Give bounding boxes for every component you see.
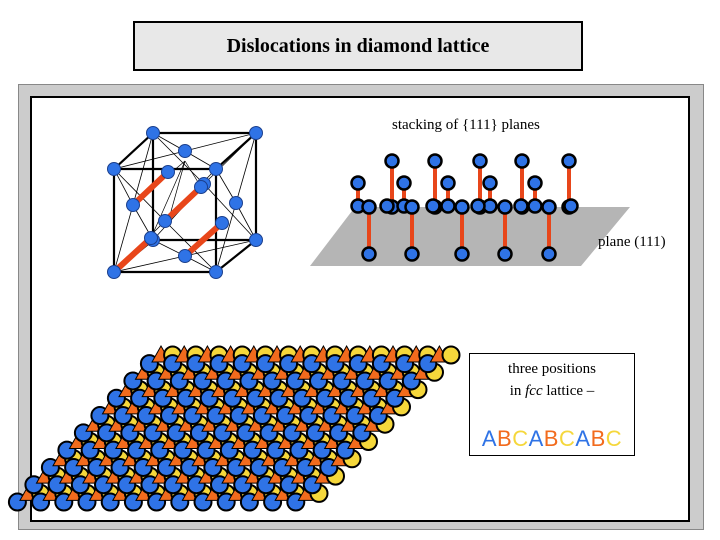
positions-box: three positions in fcc lattice – ABCABCA… [469, 353, 635, 456]
cube-face-link [152, 132, 205, 185]
stack-atom [470, 198, 486, 214]
sequence-letter: A [481, 426, 498, 451]
cube-face-link [215, 202, 237, 273]
bond-line [130, 169, 171, 208]
plane-111 [310, 207, 630, 266]
cube-inner-link [169, 160, 186, 216]
cube-face-link [113, 150, 186, 170]
stack-atom-upper [427, 153, 443, 169]
stack-atom [425, 198, 441, 214]
inner-atom [161, 165, 175, 179]
lattice-atom-c [441, 345, 461, 365]
bond-line [111, 235, 154, 275]
plane-label: plane (111) [598, 234, 666, 250]
stack-atom [563, 198, 579, 214]
stack-atom-upper [482, 175, 498, 191]
abc-lattice [7, 344, 461, 512]
stack-atom-lower [404, 246, 420, 262]
sequence-letter: A [575, 426, 591, 451]
cube-face-link [164, 220, 217, 273]
diamond-unit-cell [107, 126, 263, 279]
stacking-label: stacking of {111} planes [392, 117, 540, 133]
cube-edge [215, 239, 257, 273]
bond-line [181, 220, 225, 260]
cube-face-link [184, 239, 257, 257]
inner-atom [144, 231, 158, 245]
stack-atom-upper [384, 153, 400, 169]
cube-inner-link [150, 160, 186, 239]
cube-face-link [203, 132, 257, 185]
title-box: Dislocations in diamond lattice [133, 21, 583, 71]
cube-face-link [235, 202, 257, 241]
stack-atom-lower [454, 246, 470, 262]
stack-atom-lower [527, 198, 543, 214]
corner-atom [107, 265, 121, 279]
sequence-letter: C [558, 426, 576, 451]
stack-atom-upper [527, 175, 543, 191]
positions-line1: three positions [508, 361, 596, 377]
stack-atom-upper [361, 199, 377, 215]
bond-line [162, 184, 204, 224]
inner-atom [194, 180, 208, 194]
stack-atom-upper [350, 175, 366, 191]
stack-atom-upper [454, 199, 470, 215]
inner-atom [215, 216, 229, 230]
cube-face-link [113, 204, 134, 273]
face-atom [229, 196, 243, 210]
stack-atom-upper [404, 199, 420, 215]
stack-atom-lower [541, 246, 557, 262]
corner-atom [209, 265, 223, 279]
stack-atom-lower [440, 198, 456, 214]
stack-atom-upper [440, 175, 456, 191]
sequence-letter: B [497, 426, 513, 451]
face-atom [178, 144, 192, 158]
face-atom [178, 249, 192, 263]
stack-atom-upper [561, 153, 577, 169]
corner-atom [107, 162, 121, 176]
sequence-letter: C [512, 426, 529, 451]
corner-atom [249, 233, 263, 247]
corner-atom [146, 126, 160, 140]
stack-atom-upper [396, 175, 412, 191]
abc-sequence: ABCABCABC [470, 426, 634, 452]
sequence-letter: B [543, 426, 559, 451]
face-atom [158, 214, 172, 228]
page-title: Dislocations in diamond lattice [226, 34, 490, 57]
stack-atom-upper [514, 153, 530, 169]
sequence-letter: B [590, 426, 606, 451]
cube-face-link [113, 255, 186, 273]
sequence-letter: C [605, 426, 623, 451]
stack-atom-upper [541, 199, 557, 215]
stack-atom [513, 198, 529, 214]
stack-atom [379, 198, 395, 214]
stack-atom-lower [497, 246, 513, 262]
cube-face-link [235, 132, 257, 204]
stack-atom-upper [472, 153, 488, 169]
cube-face-link [132, 132, 154, 206]
corner-atom [249, 126, 263, 140]
fcc-italic: fcc [525, 383, 543, 399]
cube-edge [113, 132, 154, 170]
stack-atom-lower [361, 246, 377, 262]
corner-atom [209, 162, 223, 176]
stack-atom-upper [497, 199, 513, 215]
cube-face-link [184, 132, 257, 152]
positions-line2: in fcc lattice – [509, 383, 595, 399]
sequence-letter: A [528, 426, 544, 451]
cube-face-link [203, 183, 257, 241]
stacking-diagram [310, 153, 630, 266]
face-atom [126, 198, 140, 212]
